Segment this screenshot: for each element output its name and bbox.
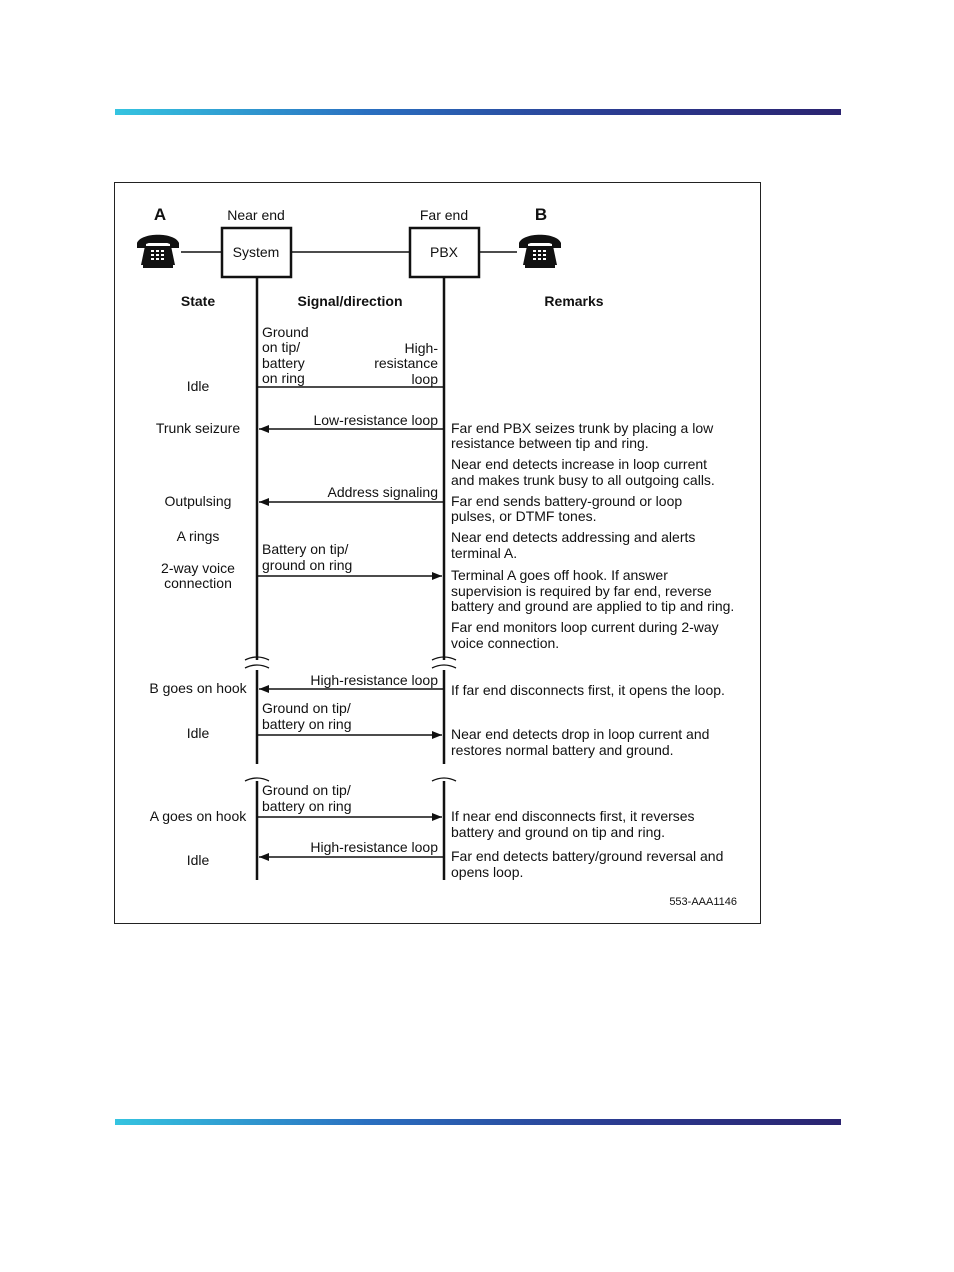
remark-line: battery and ground are applied to tip an… [451, 598, 734, 614]
signal-column-header: Signal/direction [297, 293, 402, 309]
remark-line: pulses, or DTMF tones. [451, 508, 597, 524]
state-a-on-hook: A goes on hook [150, 808, 248, 824]
signal-label: battery on ring [262, 798, 352, 814]
lifelines [255, 277, 446, 880]
telephone-b-icon [519, 234, 561, 268]
state-a-rings: A rings [177, 528, 220, 544]
figure-id: 553-AAA1146 [669, 896, 737, 908]
signal-address-signaling: Address signaling [327, 484, 438, 500]
remark-line: Near end detects drop in loop current an… [451, 726, 709, 742]
state-two-way-voice: 2-way voice [161, 560, 235, 576]
remark-line: Far end sends battery-ground or loop [451, 493, 682, 509]
signal-label: High- [405, 340, 439, 356]
remark-line: Far end detects battery/ground reversal … [451, 848, 723, 864]
remark-line: battery and ground on tip and ring. [451, 824, 665, 840]
remark-line: Terminal A goes off hook. If answer [451, 567, 668, 583]
signal-label: loop [412, 371, 439, 387]
remark-line: voice connection. [451, 635, 559, 651]
signal-high-resistance-loop: High-resistance loop [310, 839, 438, 855]
remark-line: Far end PBX seizes trunk by placing a lo… [451, 420, 714, 436]
system-box [220, 226, 293, 279]
remark-line: resistance between tip and ring. [451, 435, 649, 451]
bottom-rule [115, 1119, 841, 1125]
telephone-a-icon [137, 234, 179, 268]
signal-low-resistance-loop: Low-resistance loop [313, 412, 438, 428]
signal-label: Ground on tip/ [262, 782, 351, 798]
signal-arrows [257, 386, 444, 861]
signal-label: ground on ring [262, 557, 352, 573]
signal-label: Ground [262, 324, 309, 340]
remark-line: and makes trunk busy to all outgoing cal… [451, 472, 715, 488]
signal-label: on tip/ [262, 339, 300, 355]
signal-label: battery [262, 355, 305, 371]
state-b-on-hook: B goes on hook [149, 680, 247, 696]
remark-line: If near end disconnects first, it revers… [451, 808, 695, 824]
remarks-column-header: Remarks [544, 293, 603, 309]
remark-line: terminal A. [451, 545, 517, 561]
pbx-label: PBX [430, 244, 459, 260]
terminal-b-label: B [535, 205, 547, 224]
break-marks [244, 656, 457, 782]
state-column-header: State [181, 293, 215, 309]
remark-line: If far end disconnects first, it opens t… [451, 682, 725, 698]
remark-line: opens loop. [451, 864, 523, 880]
remark-line: supervision is required by far end, reve… [451, 583, 712, 599]
state-outpulsing: Outpulsing [165, 493, 232, 509]
remark-line: Near end detects addressing and alerts [451, 529, 695, 545]
remark-line: restores normal battery and ground. [451, 742, 674, 758]
far-end-label: Far end [420, 207, 468, 223]
signal-label: resistance [374, 355, 438, 371]
signal-label: on ring [262, 370, 305, 386]
signal-label: battery on ring [262, 716, 352, 732]
signal-high-resistance-loop: High-resistance loop [310, 672, 438, 688]
near-end-label: Near end [227, 207, 285, 223]
state-idle-3: Idle [187, 852, 210, 868]
signal-label: Ground on tip/ [262, 700, 351, 716]
signal-label: Battery on tip/ [262, 541, 348, 557]
state-trunk-seizure: Trunk seizure [156, 420, 241, 436]
state-idle-1: Idle [187, 378, 210, 394]
remark-line: Near end detects increase in loop curren… [451, 456, 707, 472]
terminal-a-label: A [154, 205, 166, 224]
system-label: System [233, 244, 280, 260]
top-rule [115, 109, 841, 115]
figure-frame [114, 182, 761, 924]
state-idle-2: Idle [187, 725, 210, 741]
remark-line: Far end monitors loop current during 2-w… [451, 619, 719, 635]
state-connection: connection [164, 575, 232, 591]
